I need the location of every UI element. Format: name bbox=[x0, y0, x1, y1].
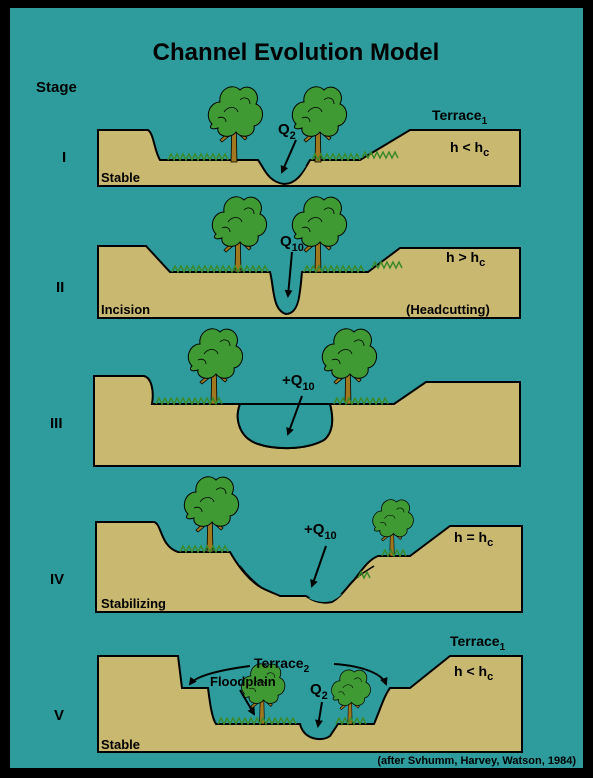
stage-1-terrace-label: Terrace1 bbox=[432, 107, 488, 127]
stage-1-flow-arrow bbox=[280, 139, 297, 174]
stage-3-water bbox=[236, 403, 334, 450]
stage-5-floodplain-arrow bbox=[239, 689, 256, 716]
stage-4-flow-arrow bbox=[310, 545, 327, 588]
stage-5-flow-arrow bbox=[315, 701, 323, 728]
stage-5-terrace2-label: Terrace2 bbox=[254, 655, 310, 675]
stage-5-terrace2-arrow-left bbox=[188, 665, 251, 686]
stage-5-state-label: Stable bbox=[101, 737, 140, 752]
stage-5-flow-label: Q2 bbox=[310, 681, 328, 702]
stage-5-condition: h < hc bbox=[454, 663, 493, 683]
stage-1-flow-label: Q2 bbox=[278, 121, 296, 142]
stage-2-flow-arrow bbox=[284, 251, 293, 298]
stage-column-header: Stage bbox=[36, 79, 77, 96]
stage-2-state-label: Incision bbox=[101, 302, 150, 317]
stage-5-water bbox=[304, 726, 332, 737]
stage-5-panel: V Stable Terrace2 Floodplain Q2 Terrace1… bbox=[54, 633, 523, 753]
diagram-title: Channel Evolution Model bbox=[153, 39, 440, 66]
stage-4-water bbox=[308, 594, 342, 602]
stage-5-terrace1-label: Terrace1 bbox=[450, 633, 506, 653]
stage-2-panel: II Incision (Headcutting) Q10 h > hc bbox=[56, 196, 521, 319]
stage-2-water bbox=[276, 298, 298, 312]
stage-4-condition: h = hc bbox=[454, 529, 493, 549]
stage-5-grass bbox=[217, 716, 367, 726]
stage-1-numeral: I bbox=[62, 149, 66, 166]
stage-4-numeral: IV bbox=[50, 571, 64, 588]
stage-1-condition: h < hc bbox=[450, 139, 489, 159]
stage-5-cross-section bbox=[97, 655, 523, 753]
stage-5-terrace2-arrow-right bbox=[333, 663, 388, 686]
stage-4-panel: IV Stabilizing +Q10 h = hc bbox=[50, 476, 523, 613]
stage-5-numeral: V bbox=[54, 707, 64, 724]
stage-2-grass bbox=[171, 260, 403, 274]
citation: (after Svhumm, Harvey, Watson, 1984) bbox=[377, 755, 576, 767]
stage-1-state-label: Stable bbox=[101, 170, 140, 185]
stage-4-state-label: Stabilizing bbox=[101, 596, 166, 611]
stage-2-condition: h > hc bbox=[446, 249, 485, 269]
stage-2-flow-label: Q10 bbox=[280, 233, 304, 254]
stage-2-side-label: (Headcutting) bbox=[406, 302, 490, 317]
stage-5-floodplain-label: Floodplain bbox=[210, 674, 276, 689]
stage-1-water bbox=[266, 166, 306, 182]
stage-3-flow-label: +Q10 bbox=[282, 372, 315, 393]
stage-1-cross-section bbox=[97, 129, 521, 187]
stage-2-cross-section bbox=[97, 245, 521, 319]
stage-1-panel: I Stable Q2 Terrace1 h < hc bbox=[62, 86, 521, 187]
stage-1-grass bbox=[167, 150, 399, 162]
stage-3-flow-arrow bbox=[286, 395, 303, 436]
stage-3-grass bbox=[155, 396, 389, 406]
stage-4-flow-label: +Q10 bbox=[304, 521, 337, 542]
stage-3-numeral: III bbox=[50, 415, 63, 432]
stage-2-numeral: II bbox=[56, 279, 64, 296]
stage-4-grass bbox=[179, 544, 407, 580]
stage-3-panel: III +Q10 bbox=[50, 328, 521, 467]
stage-4-bank-slump-lines bbox=[239, 565, 375, 589]
